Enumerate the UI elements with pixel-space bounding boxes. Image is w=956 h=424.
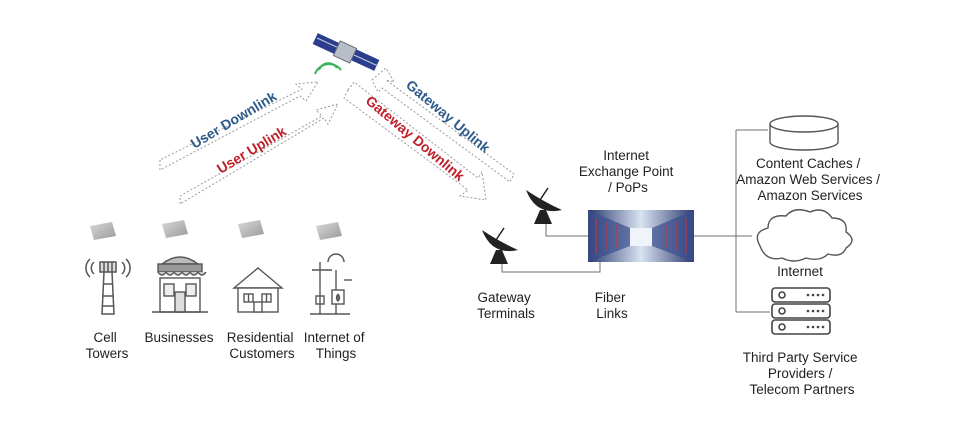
businesses-label: Businesses — [144, 330, 213, 345]
user-downlink-arrow — [159, 81, 319, 171]
server-icon — [771, 287, 831, 335]
storefront-icon — [152, 256, 208, 313]
gateway-uplink-arrow — [371, 67, 515, 183]
third-party-label: Third Party Service Providers / Telecom … — [743, 350, 862, 397]
gateway-downlink-label: Gateway Downlink — [363, 92, 468, 184]
database-icon — [769, 115, 839, 151]
satellite-dish-icon — [526, 187, 562, 224]
ixp-label: Internet Exchange Point / PoPs — [579, 148, 677, 195]
user-terminal-icon — [90, 220, 342, 240]
house-icon — [232, 267, 284, 313]
cell-tower-icon — [85, 258, 131, 315]
cloud-icon — [756, 209, 853, 262]
datacenter-icon — [588, 210, 694, 262]
fiber-link-lines — [501, 129, 770, 313]
gateway-terminals-label: Gateway Terminals — [477, 290, 535, 321]
iot-icon — [310, 253, 352, 315]
internet-label: Internet — [777, 264, 823, 279]
fiber-links-label: Fiber Links — [595, 290, 630, 321]
satellite-icon — [312, 33, 380, 75]
content-caches-label: Content Caches / Amazon Web Services / A… — [736, 156, 884, 203]
residential-label: Residential Customers — [227, 330, 298, 361]
satellite-dish-icon — [482, 227, 518, 264]
gateway-downlink-arrow — [343, 81, 487, 201]
cell-towers-label: Cell Towers — [86, 330, 129, 361]
iot-label: Internet of Things — [304, 330, 369, 361]
